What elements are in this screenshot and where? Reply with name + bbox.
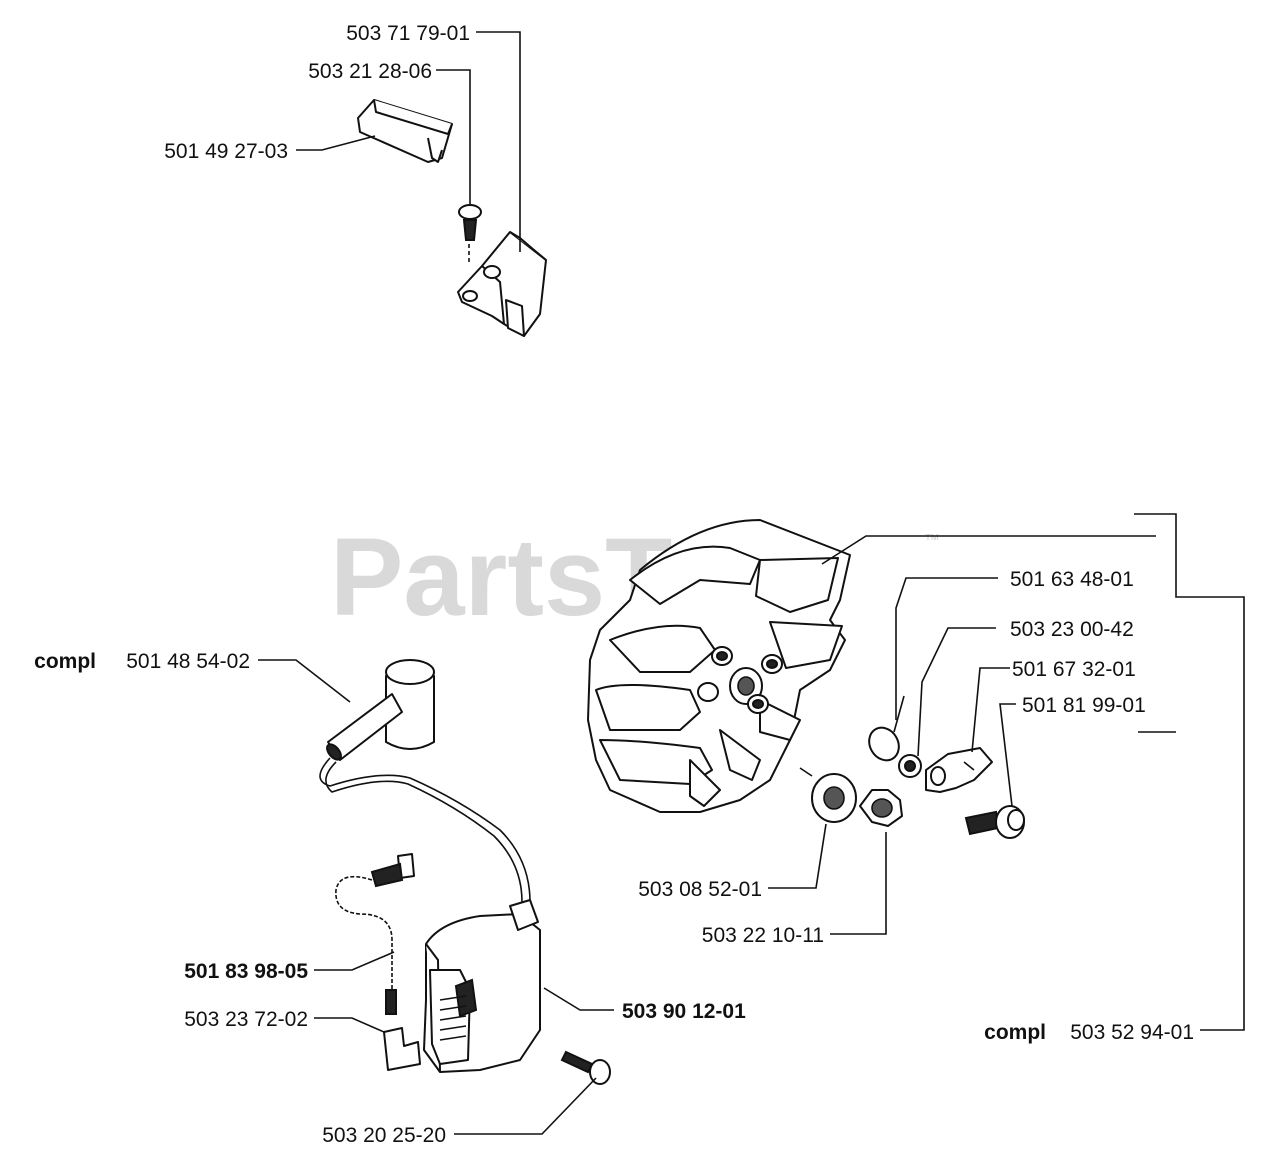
- label-501-49-27-03: 501 49 27-03: [164, 140, 288, 163]
- label-503-52-94-01: 503 52 94-01: [1070, 1021, 1194, 1044]
- clip-part[interactable]: [383, 1027, 421, 1071]
- label-compl-prefix-503-52-94-01: compl: [984, 1021, 1046, 1044]
- ignition-module-part[interactable]: [423, 899, 541, 1073]
- label-503-71-79-01: 503 71 79-01: [346, 22, 470, 45]
- label-compl-prefix-501-48-54-02: compl: [34, 650, 96, 673]
- label-503-08-52-01: 503 08 52-01: [638, 878, 762, 901]
- label-501-48-54-02: 501 48 54-02: [126, 650, 250, 673]
- trademark-symbol: ™: [924, 532, 940, 549]
- label-501-81-99-01: 501 81 99-01: [1022, 694, 1146, 717]
- label-503-21-28-06: 503 21 28-06: [308, 60, 432, 83]
- washer-part[interactable]: [898, 754, 922, 778]
- screw-part[interactable]: [458, 204, 482, 262]
- ring-washer-part[interactable]: [799, 767, 857, 823]
- label-501-67-32-01: 501 67 32-01: [1012, 658, 1136, 681]
- nut-part[interactable]: [859, 789, 903, 827]
- bracket-part[interactable]: [357, 99, 453, 163]
- label-501-63-48-01: 501 63 48-01: [1010, 568, 1134, 591]
- mount-block-part[interactable]: [457, 231, 547, 337]
- connector-part[interactable]: [335, 853, 415, 1015]
- label-501-83-98-05: 501 83 98-05: [184, 960, 308, 983]
- label-503-23-00-42: 503 23 00-42: [1010, 618, 1134, 641]
- label-503-23-72-02: 503 23 72-02: [184, 1008, 308, 1031]
- screw-part[interactable]: [560, 1050, 611, 1085]
- pawl-part[interactable]: [925, 747, 993, 793]
- label-503-22-10-11: 503 22 10-11: [702, 924, 824, 947]
- bolt-part[interactable]: [964, 805, 1025, 839]
- spring-part[interactable]: [863, 695, 905, 766]
- spark-plug-cap-part[interactable]: [319, 659, 531, 903]
- flywheel-part[interactable]: [587, 519, 851, 813]
- label-503-20-25-20: 503 20 25-20: [322, 1124, 446, 1147]
- label-503-90-12-01: 503 90 12-01: [622, 1000, 746, 1023]
